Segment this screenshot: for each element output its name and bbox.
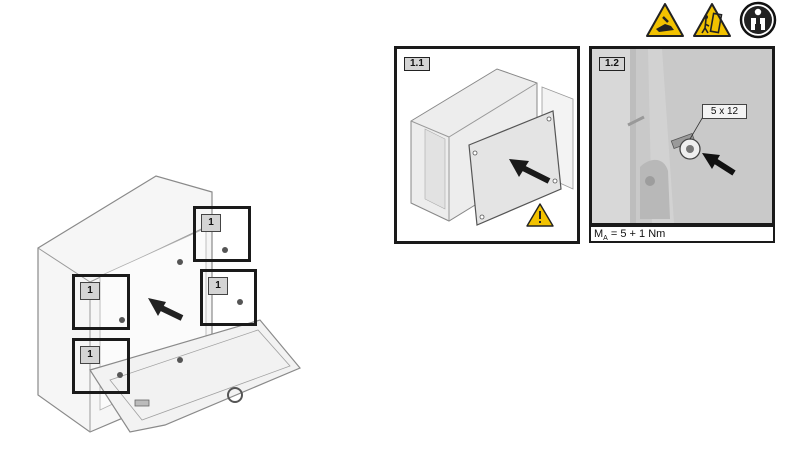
callout-number: 1 xyxy=(208,277,228,295)
wear-protective-gloves-icon xyxy=(739,1,777,39)
callout-middle-right: 1 xyxy=(200,269,257,326)
torque-subscript: A xyxy=(603,235,608,243)
callout-upper-left: 1 xyxy=(72,274,130,330)
callout-top-right: 1 xyxy=(193,206,251,262)
mounting-plate-illustration xyxy=(410,68,574,227)
hand-crush-warning-icon xyxy=(646,3,684,37)
callout-lower-left: 1 xyxy=(72,338,130,394)
step-1-1-panel: 1.1 xyxy=(394,46,580,244)
screw-spec-label: 5 x 12 xyxy=(702,104,747,119)
callout-number: 1 xyxy=(80,282,100,300)
falling-part-warning-icon xyxy=(693,3,731,37)
callout-number: 1 xyxy=(201,214,221,232)
callout-number: 1 xyxy=(80,346,100,364)
caution-triangle-icon xyxy=(526,203,554,227)
step-1-2-panel: 1.2 5 x 12 xyxy=(589,46,775,226)
push-arrow-icon xyxy=(519,164,551,184)
torque-value: = 5 + 1 Nm xyxy=(607,228,666,240)
screw-detail-photo xyxy=(592,49,772,223)
cabinet-overview-illustration xyxy=(37,175,301,433)
torque-symbol: M xyxy=(594,228,604,240)
torque-caption: MA = 5 + 1 Nm xyxy=(589,225,775,243)
step-label: 1.1 xyxy=(404,57,430,71)
step-label: 1.2 xyxy=(599,57,625,71)
